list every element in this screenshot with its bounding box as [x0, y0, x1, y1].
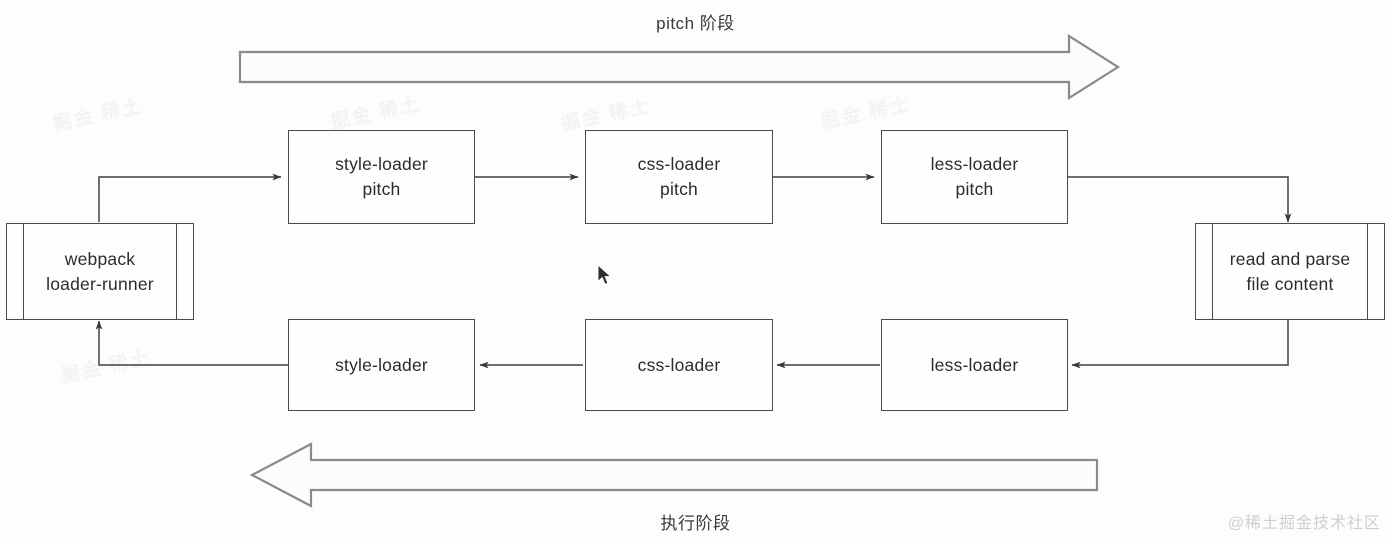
- node-css-loader[interactable]: css-loader: [585, 319, 773, 411]
- node-label-line1: style-loader: [335, 154, 428, 174]
- node-label-line2: loader-runner: [46, 273, 154, 294]
- node-label-line1: css-loader: [637, 154, 721, 174]
- pitch-stage-band-arrow: [238, 34, 1121, 100]
- node-label-line1: less-loader: [930, 154, 1019, 174]
- pitch-stage-label: pitch 阶段: [656, 14, 735, 33]
- node-css-loader-pitch[interactable]: css-loader pitch: [585, 130, 773, 224]
- node-less-loader-pitch[interactable]: less-loader pitch: [881, 130, 1068, 224]
- execute-stage-label: 执行阶段: [660, 514, 731, 533]
- node-label-line1: css-loader: [637, 354, 721, 375]
- site-watermark: @稀土掘金技术社区: [1227, 515, 1381, 532]
- node-label-line1: less-loader: [930, 354, 1019, 375]
- node-style-loader[interactable]: style-loader: [288, 319, 475, 411]
- node-label-line2: pitch: [955, 179, 994, 199]
- node-label-line1: webpack: [64, 248, 136, 269]
- node-less-loader[interactable]: less-loader: [881, 319, 1068, 411]
- node-webpack-loader-runner[interactable]: webpack loader-runner: [6, 223, 194, 320]
- node-label-line2: file content: [1246, 273, 1334, 294]
- node-label-line1: read and parse: [1229, 248, 1351, 269]
- execute-stage-band-arrow: [249, 442, 1099, 508]
- node-label-line2: pitch: [660, 179, 698, 199]
- node-style-loader-pitch[interactable]: style-loader pitch: [288, 130, 475, 224]
- node-label-line2: pitch: [362, 179, 401, 199]
- node-label-line1: style-loader: [335, 354, 428, 375]
- node-read-and-parse-file-content[interactable]: read and parse file content: [1195, 223, 1385, 320]
